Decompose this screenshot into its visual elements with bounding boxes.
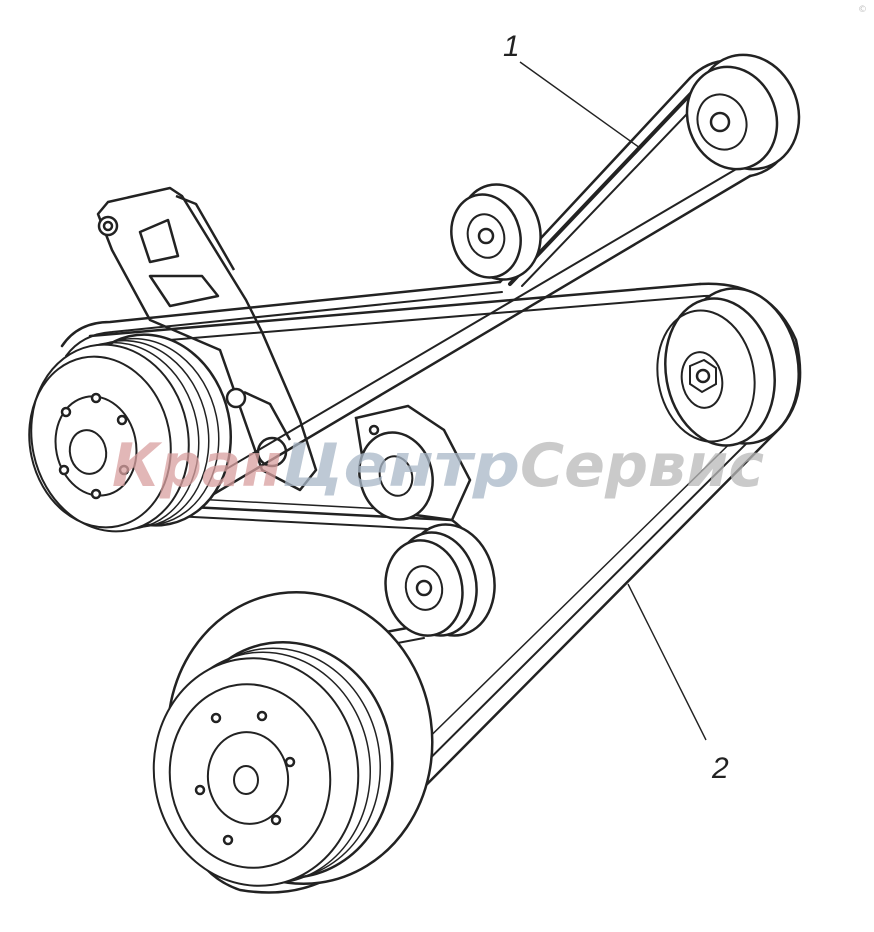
watermark-part-c: Сервис — [520, 431, 764, 501]
top-right-pulley — [685, 53, 801, 171]
leader-line-1 — [519, 61, 641, 149]
idler-pulley-upper — [450, 183, 542, 281]
crankshaft-pulley — [28, 333, 233, 533]
callout-label-1: 1 — [503, 30, 520, 63]
callout-label-2: 2 — [711, 752, 729, 785]
idler-pulley-right — [656, 287, 800, 447]
corner-mark: © — [858, 5, 867, 15]
watermark: Кран Центр Сервис — [112, 431, 764, 501]
watermark-part-a: Кран — [112, 431, 282, 501]
lower-drive-pulley — [152, 591, 434, 887]
leader-line-2 — [627, 583, 707, 741]
mounting-bracket — [96, 186, 318, 492]
watermark-part-b: Центр — [282, 431, 520, 501]
callout-leaders — [519, 61, 707, 741]
idler-pulley-lower — [384, 523, 496, 637]
tensioner — [354, 404, 472, 522]
